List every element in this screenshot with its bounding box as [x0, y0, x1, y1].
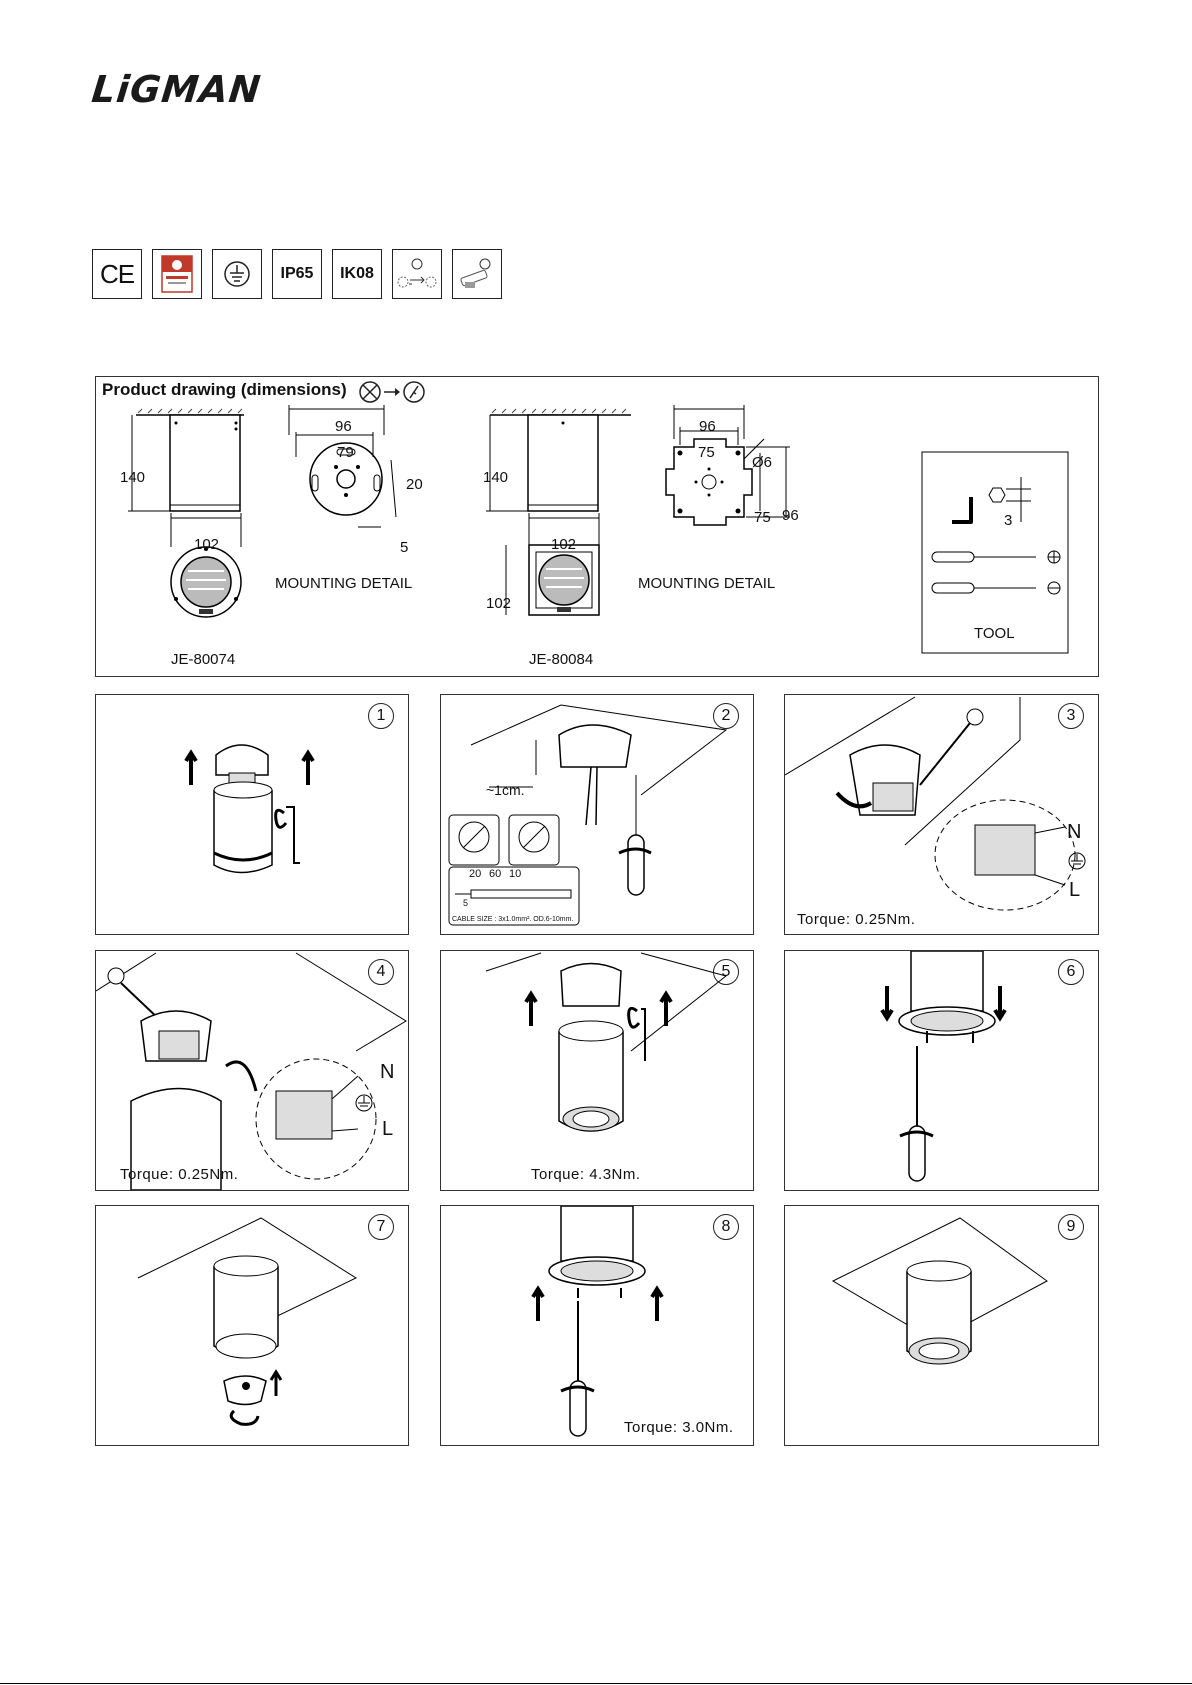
step-8-panel: 8 Torque: 3.0Nm. [440, 1205, 754, 1446]
square-mount-outer-label: 96 [699, 418, 716, 435]
step-2-illustration [441, 695, 753, 934]
ik08-icon: IK08 [332, 249, 382, 299]
square-width-label: 102 [551, 536, 576, 553]
hex-size-label: 3 [1004, 512, 1012, 529]
round-model-front-view [171, 513, 241, 617]
step-9-panel: 9 [784, 1205, 1099, 1446]
step-4-torque: Torque: 0.25Nm. [120, 1166, 238, 1183]
step-4-panel: 4 N L Torque: 0.25Nm. [95, 950, 409, 1191]
square-model-name: JE-80084 [529, 651, 593, 668]
step-1-illustration [96, 695, 408, 934]
step-8-torque: Torque: 3.0Nm. [624, 1419, 734, 1436]
square-mount-v-outer-label: 96 [782, 507, 799, 524]
cable-size-label: CABLE SIZE : 3x1.0mm². OD.6-10mm. [452, 916, 573, 923]
round-slot-depth-label: 5 [400, 539, 408, 556]
strip-20-label: 20 [469, 868, 481, 880]
live-label: L [382, 1118, 393, 1141]
strip-5-label: 5 [463, 898, 468, 908]
earth-ground-icon [212, 249, 262, 299]
step-1-panel: 1 [95, 694, 409, 935]
step-5-torque: Torque: 4.3Nm. [531, 1166, 641, 1183]
tool-label: TOOL [974, 625, 1015, 642]
driver-icon [452, 249, 502, 299]
step-3-torque: Torque: 0.25Nm. [797, 911, 915, 928]
quality-cert-icon [152, 249, 202, 299]
step-4-illustration [96, 951, 408, 1190]
product-drawing-panel: Product drawing (dimensions) [95, 376, 1099, 677]
round-model-name: JE-80074 [171, 651, 235, 668]
step-9-illustration [785, 1206, 1098, 1445]
strip-60-label: 60 [489, 868, 501, 880]
step-8-illustration [441, 1206, 753, 1445]
square-mounting-detail-label: MOUNTING DETAIL [638, 575, 775, 592]
square-model-side-view [486, 409, 631, 511]
round-mount-outer-label: 96 [335, 418, 352, 435]
step-3-illustration [785, 695, 1098, 934]
step-7-illustration [96, 1206, 408, 1445]
square-mount-inner-label: 75 [698, 444, 715, 461]
round-diameter-label: 102 [194, 536, 219, 553]
neutral-label: N [380, 1061, 394, 1084]
round-mounting-detail-label: MOUNTING DETAIL [275, 575, 412, 592]
square-model-front-view [506, 513, 599, 615]
neutral-label: N [1067, 821, 1081, 844]
strip-10-label: 10 [509, 868, 521, 880]
interchangeable-lamp-icon [392, 249, 442, 299]
ligman-logo: LiGMAN [90, 68, 264, 111]
gap-label: ~1cm. [486, 782, 525, 798]
tool-box [922, 452, 1068, 653]
dimension-drawings [96, 377, 1098, 676]
ip65-icon: IP65 [272, 249, 322, 299]
step-2-panel: 2 ~1cm. 20 60 10 5 CABLE SIZE : 3x1.0mm²… [440, 694, 754, 935]
square-hole-label: Ø6 [752, 454, 772, 471]
round-height-label: 140 [120, 469, 145, 486]
round-model-side-view [128, 409, 244, 511]
step-7-panel: 7 [95, 1205, 409, 1446]
step-6-panel: 6 [784, 950, 1099, 1191]
step-5-panel: 5 Torque: 4.3Nm. [440, 950, 754, 1191]
footer-line [0, 1683, 1192, 1684]
step-5-illustration [441, 951, 753, 1190]
round-mount-inner-label: 79 [337, 444, 354, 461]
ce-mark-icon: CE [92, 249, 142, 299]
square-mount-v-inner-label: 75 [754, 509, 771, 526]
step-3-panel: 3 N L Torque: 0.25Nm. [784, 694, 1099, 935]
square-depth-label: 102 [486, 595, 511, 612]
square-height-label: 140 [483, 469, 508, 486]
live-label: L [1069, 879, 1080, 902]
round-slot-width-label: 20 [406, 476, 423, 493]
step-6-illustration [785, 951, 1098, 1190]
